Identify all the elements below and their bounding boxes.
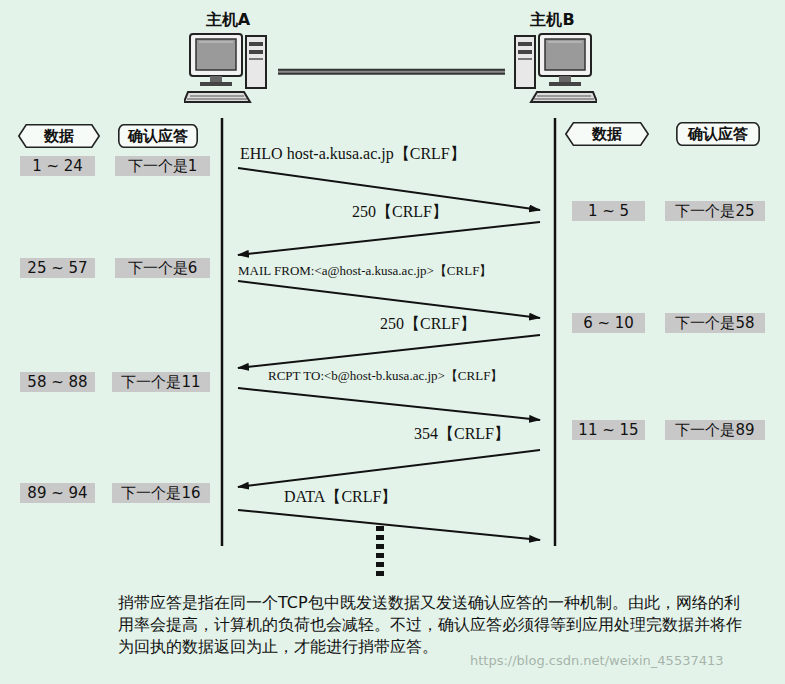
sequence-cell: 下一个是1 [115,156,210,176]
watermark: https://blog.csdn.net/weixin_45537413 [468,652,726,670]
cell-text: 1 ~ 24 [32,157,83,175]
cell-text: 6 ~ 10 [583,314,634,332]
sequence-cell: 25 ~ 57 [20,258,95,278]
message-arrow [238,510,540,540]
sequence-cell: 1 ~ 24 [20,156,95,176]
cell-text: 下一个是16 [121,484,200,503]
message-label: 354【CRLF】 [412,425,512,443]
sequence-cell: 1 ~ 5 [572,201,645,221]
host-label: 主机B [530,10,574,30]
column-header: 确认应答 [118,124,198,148]
cell-text: 下一个是25 [675,202,754,221]
sequence-cell: 下一个是25 [665,201,765,221]
message-label: 250【CRLF】 [378,315,478,333]
timeline-b [554,118,557,546]
sequence-cell: 下一个是58 [665,313,765,333]
message-label: MAIL FROM:<a@host-a.kusa.ac.jp>【CRLF】 [236,262,494,280]
caption: 捎带应答是指在同一个TCP包中既发送数据又发送确认应答的一种机制。由此，网络的利… [118,592,743,658]
cell-text: 下一个是58 [675,314,754,333]
message-label: DATA【CRLF】 [282,488,399,506]
column-header: 确认应答 [676,122,760,146]
host-computer: 主机B [505,10,600,110]
cell-text: 下一个是6 [128,259,198,278]
sequence-cell: 11 ~ 15 [572,420,645,440]
cell-text: 确认应答 [128,127,188,146]
sequence-cell: 下一个是16 [112,483,210,503]
cell-text: 确认应答 [688,125,748,144]
message-label: RCPT TO:<b@host-b.kusa.ac.jp>【CRLF】 [266,367,505,385]
message-arrow [238,450,540,487]
sequence-cell: 6 ~ 10 [572,313,645,333]
column-header: 数据 [565,122,649,146]
sequence-cell: 89 ~ 94 [20,483,95,503]
cell-text: 25 ~ 57 [27,259,87,277]
cell-text: 下一个是89 [675,421,754,440]
cell-text: 数据 [44,127,74,146]
message-arrow [238,388,540,420]
host-label: 主机A [206,10,250,30]
cell-text: 下一个是11 [121,373,200,392]
cell-text: 1 ~ 5 [588,202,629,220]
sequence-cell: 下一个是6 [115,258,210,278]
sequence-cell: 下一个是11 [112,372,210,392]
cell-text: 数据 [592,125,622,144]
cell-text: 58 ~ 88 [27,373,87,391]
cell-text: 89 ~ 94 [27,484,87,502]
message-arrow [238,222,540,255]
host-computer: 主机A [178,10,278,110]
computer-icon [509,30,597,106]
computer-icon [184,30,272,106]
message-label: EHLO host-a.kusa.ac.jp【CRLF】 [238,145,468,163]
continuation-dots [376,526,384,576]
timeline-a [221,118,224,546]
cell-text: 11 ~ 15 [578,421,638,439]
column-header: 数据 [18,124,100,148]
message-arrow [238,335,540,368]
message-arrow [238,281,540,318]
sequence-cell: 下一个是89 [665,420,765,440]
sequence-cell: 58 ~ 88 [20,372,95,392]
cell-text: 下一个是1 [128,157,198,176]
message-label: 250【CRLF】 [350,203,450,221]
network-cable [278,71,505,72]
